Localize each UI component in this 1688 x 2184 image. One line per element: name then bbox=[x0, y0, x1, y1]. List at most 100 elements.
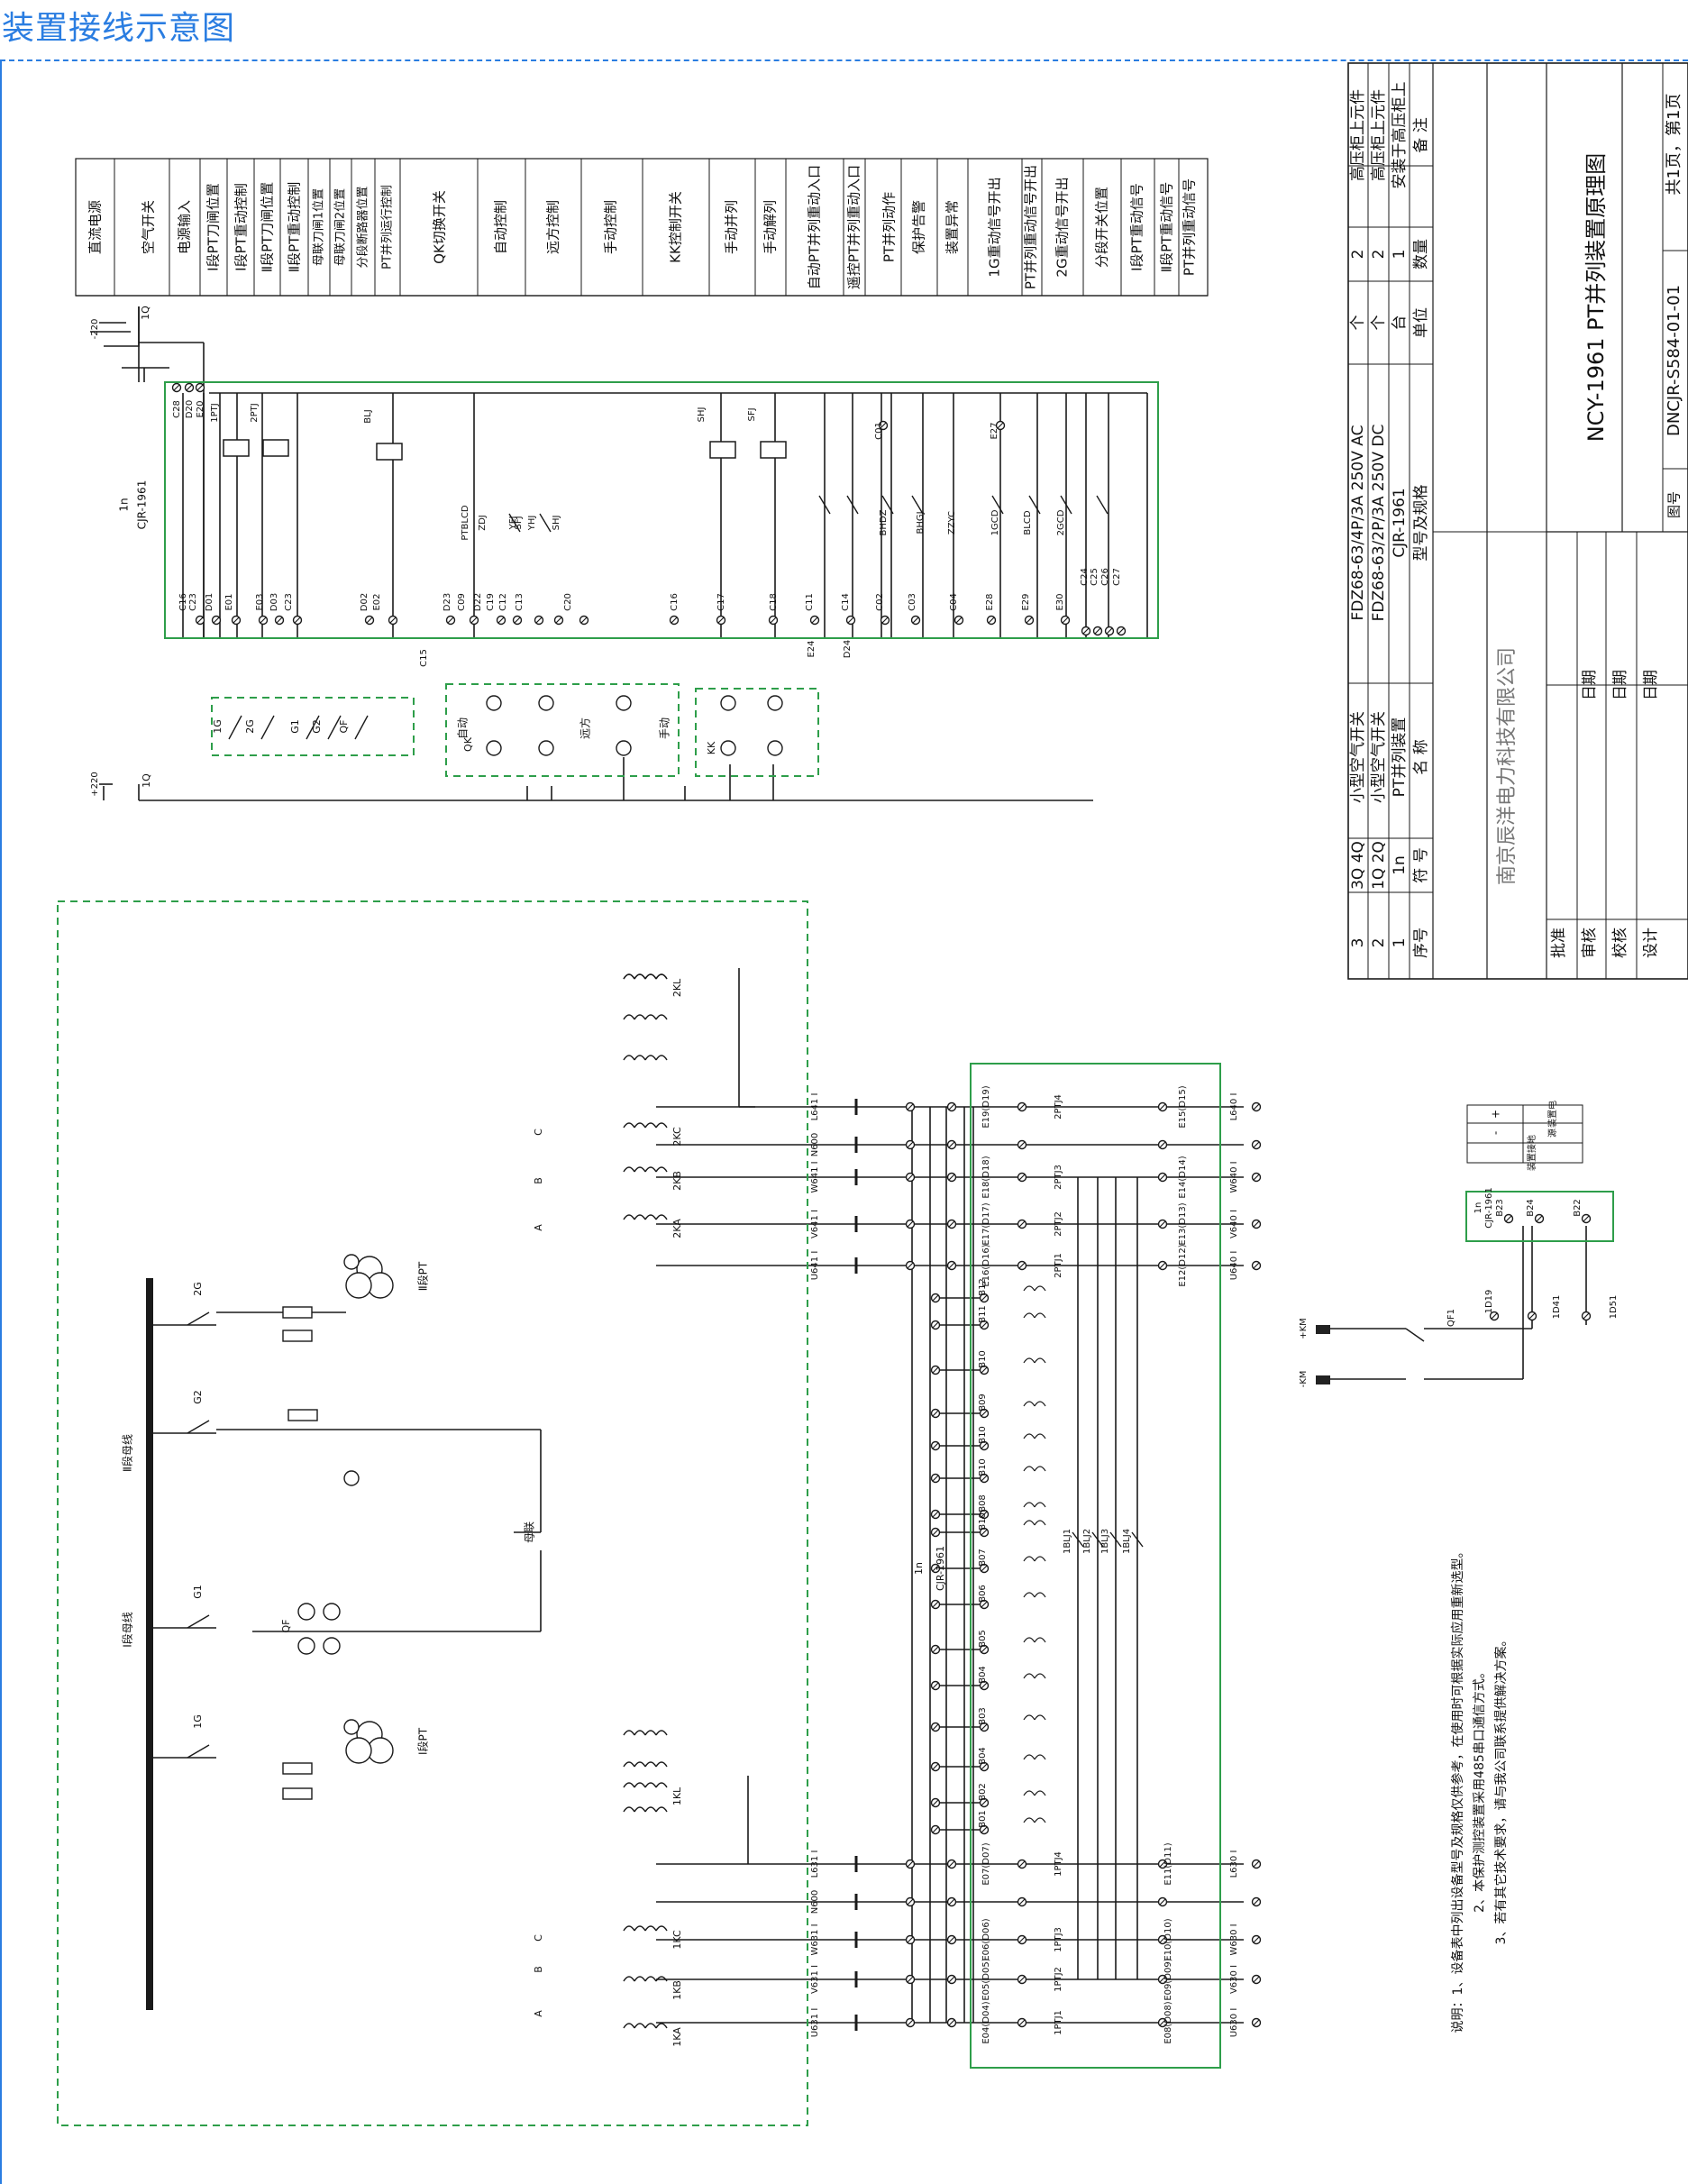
pt-coil-sec bbox=[1034, 1502, 1046, 1508]
pt-coil-sec bbox=[1034, 1817, 1046, 1823]
pt-coil-sec bbox=[1023, 1520, 1036, 1526]
contact-label: ZZYC bbox=[947, 511, 957, 535]
terminal-label: C03 bbox=[908, 593, 917, 611]
terminal-label: E13(D13) bbox=[1178, 1202, 1188, 1245]
terminal-slash bbox=[1018, 1262, 1026, 1269]
switch-label: 1Q bbox=[140, 306, 151, 320]
ct-coil bbox=[623, 1782, 635, 1788]
lamp bbox=[343, 1254, 360, 1270]
ct-coil bbox=[655, 1730, 668, 1736]
header-label: 远方控制 bbox=[545, 200, 561, 254]
terminal-slash bbox=[948, 2019, 955, 2026]
terminal-label: B05 bbox=[978, 1630, 988, 1648]
pt-coil-sec bbox=[1023, 1637, 1036, 1643]
terminal-slash bbox=[981, 1601, 988, 1608]
bom-header: 数量 bbox=[1412, 239, 1430, 270]
pt-coil-sec bbox=[1034, 1637, 1046, 1643]
terminal-label: C18 bbox=[769, 593, 779, 611]
ct-coil bbox=[644, 1761, 657, 1768]
terminal-label: C28 bbox=[172, 400, 182, 418]
signoff-label: 校核 bbox=[1611, 928, 1629, 958]
terminal-slash bbox=[260, 617, 267, 624]
device-box-power bbox=[1465, 1191, 1614, 1242]
power-label: B22 bbox=[1573, 1199, 1583, 1217]
terminal-slash bbox=[535, 617, 543, 624]
terminal-label: D03 bbox=[269, 593, 279, 611]
terminal-label: C20 bbox=[563, 593, 573, 611]
contact bbox=[846, 495, 859, 515]
bus-label: Ⅱ段母线 bbox=[121, 1434, 134, 1472]
terminal-label: U630 Ⅰ bbox=[1229, 2008, 1239, 2038]
bom-cell: 高压柜上元件 bbox=[1370, 89, 1388, 181]
pt-coil-sec bbox=[1023, 1502, 1036, 1508]
terminal-slash bbox=[932, 1294, 939, 1302]
bom-header: 备 注 bbox=[1412, 117, 1430, 152]
terminal-slash bbox=[932, 1763, 939, 1770]
qk-switch-dashed bbox=[445, 683, 680, 777]
ct-coil bbox=[655, 1976, 668, 1982]
disconnect bbox=[187, 1614, 210, 1629]
ct-coil bbox=[644, 1976, 657, 1982]
sheet-info: 共1页，第1页 bbox=[1665, 94, 1683, 196]
ct-coil bbox=[634, 1782, 646, 1788]
terminal-label: D01 bbox=[205, 593, 214, 611]
contact-label: ZDJ bbox=[478, 515, 488, 531]
switch-contact bbox=[354, 715, 369, 740]
tap-label: G2 bbox=[192, 1390, 204, 1404]
terminal-slash bbox=[1253, 1262, 1260, 1269]
ct-coil bbox=[655, 1214, 668, 1220]
terminal-slash bbox=[1026, 617, 1033, 624]
device-box-lower bbox=[970, 1063, 1221, 2069]
terminal-label: B07 bbox=[978, 1549, 988, 1567]
power-table-cell: 装置接地 bbox=[1526, 1135, 1537, 1171]
terminal-slash bbox=[233, 617, 240, 624]
terminal-label: E19(D19) bbox=[981, 1085, 991, 1128]
contact-label: SHJ bbox=[552, 516, 561, 531]
device-box-top bbox=[164, 381, 1159, 639]
header-label: Ⅱ段PT刀闸位置 bbox=[260, 182, 276, 273]
ct-coil bbox=[655, 1166, 668, 1173]
contact bbox=[539, 513, 552, 533]
pt-coil-sec bbox=[1034, 1790, 1046, 1796]
power-terminal bbox=[1316, 1325, 1330, 1334]
header-label: 手动解列 bbox=[762, 200, 779, 254]
ct-coil bbox=[623, 973, 635, 980]
pt-coil-sec bbox=[1034, 1433, 1046, 1439]
relay-label: BLJ bbox=[363, 409, 373, 423]
bom-cell: 2 bbox=[1370, 250, 1388, 260]
terminal-slash bbox=[981, 1442, 988, 1449]
terminal-slash bbox=[881, 617, 889, 624]
tap-label: 2G bbox=[192, 1282, 204, 1296]
header-label: Ⅰ段PT重动信号 bbox=[1129, 183, 1145, 271]
terminal-slash bbox=[948, 1262, 955, 1269]
terminal-slash bbox=[948, 1103, 955, 1110]
terminal-label: E14(D14) bbox=[1178, 1156, 1188, 1198]
terminal-label: W630 Ⅰ bbox=[1229, 1924, 1239, 1955]
terminal-slash bbox=[981, 1294, 988, 1302]
relay-tag: 1PTJ3 bbox=[1054, 1927, 1063, 1952]
ct-coil bbox=[644, 1014, 657, 1020]
header-label: KK控制开关 bbox=[668, 191, 684, 263]
terminal-label: B01 bbox=[978, 1810, 988, 1828]
terminal-label: E06(D06) bbox=[981, 1918, 991, 1960]
ct-coil bbox=[623, 1055, 635, 1061]
header-label: Ⅰ段PT重动控制 bbox=[233, 183, 250, 271]
terminal-slash bbox=[932, 1442, 939, 1449]
bus-label: 母联 bbox=[524, 1521, 536, 1543]
terminal-label: E09(D09) bbox=[1163, 1958, 1173, 2000]
terminal-slash bbox=[366, 617, 373, 624]
terminal-label: B09 bbox=[978, 1394, 988, 1412]
header-label: Ⅱ段PT重动控制 bbox=[287, 182, 303, 273]
ct-label: 1KL bbox=[671, 1786, 683, 1805]
ct-coil bbox=[634, 1214, 646, 1220]
ct-coil bbox=[655, 1122, 668, 1129]
terminal-label: C26 bbox=[1100, 568, 1110, 586]
bom-cell: 3Q 4Q bbox=[1349, 841, 1367, 890]
terminal-slash bbox=[880, 422, 887, 429]
terminal-slash bbox=[1106, 627, 1113, 635]
header-label: Ⅰ段PT刀闸位置 bbox=[205, 183, 222, 271]
ct-coil bbox=[634, 1014, 646, 1020]
wire-label: N600 bbox=[810, 1890, 820, 1914]
terminal-label: B12 bbox=[978, 1278, 988, 1296]
